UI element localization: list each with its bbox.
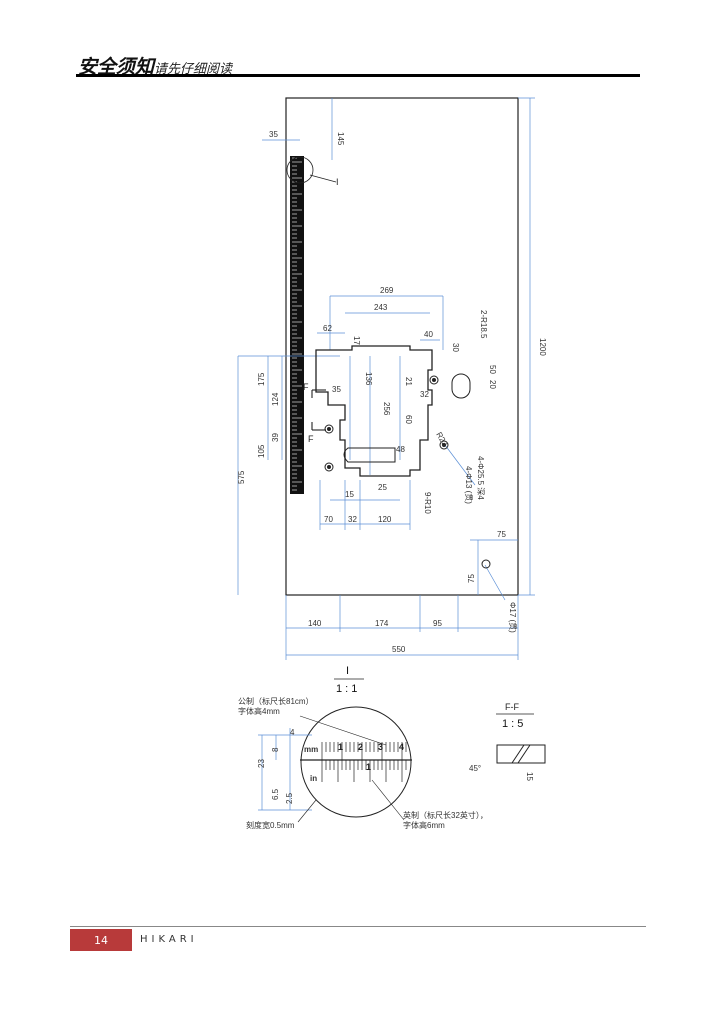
header-title: 安全须知 [78, 56, 155, 78]
dim-120: 120 [378, 515, 392, 524]
metric-leader [299, 715, 387, 746]
metric-note-line1: 公制（标尺长81cm） [238, 696, 314, 706]
dim-174: 174 [375, 619, 389, 628]
dim-145: 145 [336, 132, 345, 146]
board-outline [285, 97, 519, 596]
page-header: 安全须知请先仔细阅读 [78, 52, 232, 79]
tick-width-note: 刻度宽0.5mm [246, 820, 295, 830]
ff-hatch-2 [517, 744, 531, 764]
dim-105: 105 [257, 444, 266, 458]
section-markers [311, 389, 326, 431]
dimension-lines [237, 97, 535, 660]
dim-124: 124 [271, 392, 280, 406]
dim-21: 21 [404, 377, 413, 386]
detail-i-scale: 1 : 1 [336, 683, 357, 695]
dim-140: 140 [308, 619, 322, 628]
footer-brand: HIKARI [140, 934, 198, 945]
dim-4phi13: 4-Φ13 (贯) [464, 466, 473, 504]
holes [324, 373, 491, 569]
dim-269: 269 [380, 286, 394, 295]
dim-25: 25 [378, 483, 387, 492]
dim-95: 95 [433, 619, 442, 628]
ff-dim-15: 15 [525, 772, 534, 781]
marker-f1: F [303, 382, 309, 392]
dim-35: 35 [269, 130, 278, 139]
dim-60: 60 [404, 415, 413, 424]
cutout-outline [315, 345, 433, 477]
detail-dim-lines [258, 728, 312, 811]
dim-48: 48 [396, 445, 405, 454]
marker-i: I [336, 177, 339, 187]
dim-32b: 32 [348, 515, 357, 524]
dim-1200: 1200 [538, 338, 547, 356]
mag-num-1b: 1 [366, 762, 371, 772]
dim-phi17: Φ17 (贯) [508, 602, 517, 633]
detail-dim-4: 4 [290, 728, 295, 737]
header-rule [76, 74, 640, 77]
detail-ff-scale: 1 : 5 [502, 718, 523, 730]
dim-70: 70 [324, 515, 333, 524]
marker-f2: F [308, 434, 314, 444]
detail-dim-8: 8 [271, 747, 280, 752]
dim-17: 17 [352, 336, 361, 345]
mag-num-2: 2 [358, 742, 363, 752]
dim-39: 39 [271, 433, 280, 442]
detail-dim-23: 23 [257, 759, 266, 768]
cutout-slot [343, 447, 396, 463]
dim-15: 15 [345, 490, 354, 499]
dim-75b: 75 [467, 574, 476, 583]
dim-136: 136 [364, 372, 373, 386]
dim-20: 20 [488, 380, 497, 389]
dim-2r185: 2-R18.5 [479, 310, 488, 339]
detail-dim-25: 2.5 [285, 792, 294, 804]
detail-circle-i [286, 156, 314, 184]
dim-9r10: 9-R10 [423, 492, 432, 514]
dim-35b: 35 [332, 385, 341, 394]
header-subtitle: 请先仔细阅读 [154, 62, 233, 77]
detail-leader [309, 174, 337, 183]
ruler-strip [290, 156, 304, 494]
dim-r23: R23 [434, 431, 449, 449]
mag-num-3: 3 [378, 742, 383, 752]
ff-dim-45: 45° [469, 764, 481, 773]
mag-num-1: 1 [338, 742, 343, 752]
detail-dim-65: 6.5 [271, 788, 280, 800]
magnified-circle [300, 706, 412, 818]
ff-section-block [496, 744, 546, 764]
metric-note-line2: 字体高4mm [238, 706, 280, 716]
dim-550: 550 [392, 645, 406, 654]
ruler-ticks [292, 157, 302, 491]
ff-hatch-1 [511, 744, 525, 764]
detail-ff-title: F-F [505, 702, 519, 712]
mag-num-4: 4 [399, 742, 404, 752]
in-label: in [310, 774, 317, 783]
dim-256: 256 [382, 402, 391, 416]
dim-32: 32 [420, 390, 429, 399]
dim-40: 40 [424, 330, 433, 339]
dim-50: 50 [488, 365, 497, 374]
dim-4phi255: 4-Φ25.5 深4 [476, 456, 485, 500]
detail-i-title: I [346, 665, 349, 677]
dim-30: 30 [451, 343, 460, 352]
mm-label: mm [304, 745, 318, 754]
dim-75: 75 [497, 530, 506, 539]
dim-62: 62 [323, 324, 332, 333]
dim-175: 175 [257, 372, 266, 386]
footer-rule [70, 926, 646, 927]
magnified-ticks [321, 742, 407, 782]
imperial-note-line2: 字体高6mm [403, 820, 445, 830]
imperial-leader [371, 779, 405, 821]
tick-leader [297, 799, 317, 823]
dim-243: 243 [374, 303, 388, 312]
page-number: 14 [70, 929, 132, 951]
imperial-note-line1: 英制（标尺长32英寸）， [403, 810, 488, 820]
dim-575: 575 [237, 470, 246, 484]
